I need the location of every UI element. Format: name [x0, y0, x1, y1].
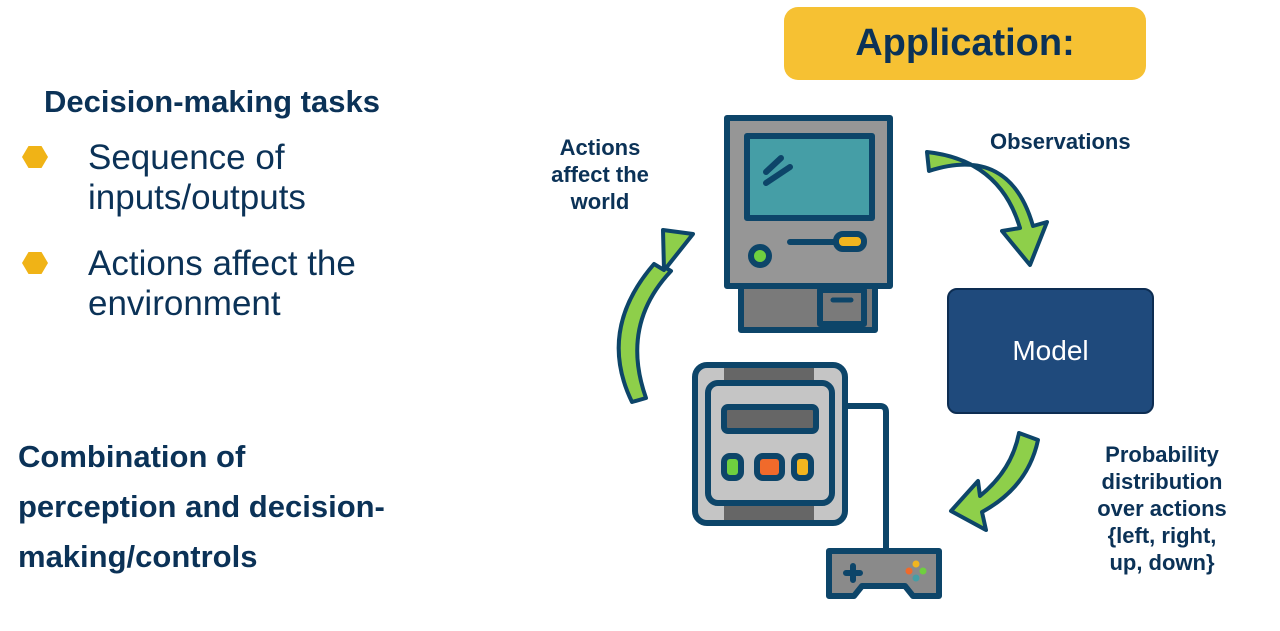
probability-line-2: distribution: [1101, 469, 1223, 494]
hexagon-bullet-icon: [22, 146, 48, 168]
application-badge: Application:: [784, 7, 1146, 80]
hexagon-bullet-icon: [22, 252, 48, 274]
actions-label-line-2: affect the: [551, 162, 649, 187]
computer-icon: [724, 115, 893, 333]
bullet-1-line-1: Sequence of: [88, 138, 285, 177]
observations-arrow-icon: [925, 150, 1049, 267]
probability-line-5: up, down}: [1109, 550, 1215, 575]
probability-line-4: {left, right,: [1107, 523, 1217, 548]
bullet-2-line-2: environment: [88, 284, 281, 323]
heading-combination-line-1: Combination of: [18, 439, 246, 474]
actions-label-line-1: Actions: [559, 135, 641, 160]
bullet-1-line-2: inputs/outputs: [88, 178, 306, 217]
bullet-2-line-1: Actions affect the: [88, 244, 356, 283]
heading-combination-line-3: making/controls: [18, 539, 258, 574]
action-output-arrow-icon: [949, 431, 1040, 532]
probability-distribution-label: Probability distribution over actions {l…: [1064, 441, 1260, 576]
game-console-icon: [692, 362, 889, 552]
observations-label: Observations: [990, 129, 1131, 154]
gamepad-icon: [826, 548, 942, 599]
actions-world-arrow-icon: [616, 228, 695, 404]
actions-affect-world-label: Actions affect the world: [520, 134, 680, 215]
heading-combination-line-2: perception and decision-: [18, 489, 385, 524]
probability-line-3: over actions: [1097, 496, 1227, 521]
heading-decision-making-tasks: Decision-making tasks: [44, 84, 380, 119]
probability-line-1: Probability: [1105, 442, 1219, 467]
actions-label-line-3: world: [570, 189, 630, 214]
model-box: Model: [947, 288, 1154, 414]
